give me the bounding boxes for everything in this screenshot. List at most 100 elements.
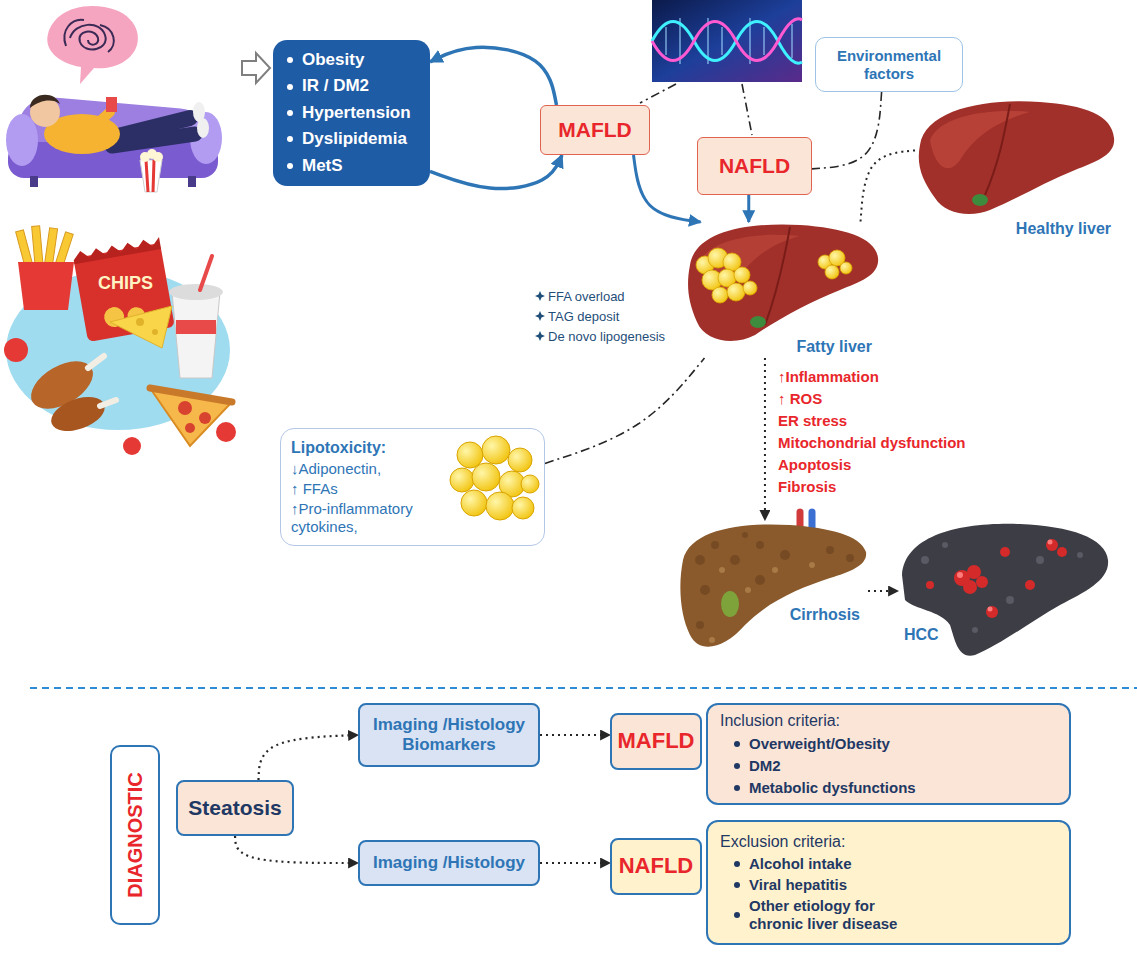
cirrhosis-figure	[709, 637, 715, 643]
hcc-figure	[1025, 580, 1035, 590]
connector	[540, 862, 610, 864]
junk-food-scene	[4, 226, 236, 455]
fat-globules	[482, 436, 510, 464]
connector	[764, 358, 766, 520]
node-text: ↑ FFAs	[291, 480, 338, 498]
hollow-arrow	[242, 53, 270, 83]
bullet-dot	[734, 741, 740, 747]
hcc-figure	[957, 572, 963, 578]
cirrhosis-figure	[755, 575, 765, 585]
node-text: Fatty liver	[796, 337, 872, 356]
node-text: ↑Pro-inflammatory cytokines,	[291, 500, 451, 536]
connector	[634, 155, 701, 222]
hcc-figure	[926, 539, 1067, 618]
text-row: Cirrhosis	[790, 605, 860, 624]
cirrhosis-figure	[721, 591, 739, 617]
node-text: Metabolic dysfunctions	[749, 779, 916, 797]
disease-box: NAFLD	[610, 838, 702, 895]
cirrhosis-figure	[695, 555, 705, 565]
bullet-dot	[734, 763, 740, 769]
hcc-figure	[942, 542, 948, 548]
text-row: MAFLD	[618, 728, 695, 754]
fatty-liver-figure	[825, 265, 839, 279]
hcc-figure	[921, 556, 929, 564]
node-text: Steatosis	[188, 795, 281, 820]
disease-box: MAFLD	[540, 105, 650, 155]
node-text: Healthy liver	[1016, 219, 1111, 238]
junk-food-scene	[199, 412, 211, 424]
text-row: Lipotoxicity:	[291, 438, 386, 457]
pathology-item: ↑Inflammation	[778, 368, 879, 386]
dna-image	[652, 0, 802, 82]
cirrhosis-figure	[846, 554, 854, 562]
text-row: Obesity	[287, 50, 364, 70]
text-row: Alcohol intake	[720, 855, 852, 873]
sparkle-bullet	[535, 311, 545, 321]
section-separator	[30, 688, 1137, 689]
dna-image	[652, 0, 802, 82]
hcc-figure	[957, 540, 1053, 612]
text-row: Inclusion criteria:	[720, 711, 840, 730]
node-text: Cirrhosis	[790, 605, 860, 624]
node-text: Hypertension	[302, 103, 411, 123]
dna-link-line	[640, 84, 676, 103]
junk-food-scene	[47, 390, 110, 437]
bullet-dot	[287, 136, 293, 142]
fatty-liver-figure	[765, 227, 790, 325]
text-row: ↑Pro-inflammatory cytokines,	[291, 500, 451, 536]
sparkle-bullet	[535, 331, 545, 341]
criteria-box: Exclusion criteria:Alcohol intakeViral h…	[706, 820, 1071, 945]
node-text: Viral hepatitis	[749, 876, 847, 894]
junk-food-scene	[200, 256, 212, 290]
connector	[812, 92, 882, 169]
criteria-box: Inclusion criteria:Overweight/ObesityDM2…	[706, 703, 1071, 805]
bullet-dot	[734, 861, 740, 867]
bullet-dot	[734, 785, 740, 791]
hcc-figure	[926, 581, 934, 589]
text-row: Imaging /Histology	[373, 853, 525, 873]
fat-globules	[486, 492, 514, 520]
junk-food-scene	[176, 320, 216, 334]
fatty-liver-figure	[688, 224, 878, 341]
node-text: Obesity	[302, 50, 364, 70]
sparkle-bullet	[535, 291, 545, 301]
fat-globules	[508, 448, 532, 472]
node-text: Imaging /Histology	[373, 853, 525, 873]
couch-scene	[197, 118, 209, 138]
junk-food-scene	[172, 292, 220, 378]
hcc-figure	[986, 606, 998, 618]
section-tag: DIAGNOSTIC	[110, 745, 160, 925]
junk-food-scene	[88, 356, 104, 368]
cirrhosis-figure	[826, 546, 834, 554]
liver-figure: Fatty liver	[685, 222, 880, 358]
junk-food-scene	[18, 262, 74, 310]
fat-globules	[521, 475, 539, 493]
connector	[430, 47, 557, 105]
junk-food-scene	[216, 422, 236, 442]
pathology-item: ER stress	[778, 412, 847, 430]
cirrhosis-figure	[809, 562, 815, 568]
dna-image	[666, 18, 792, 64]
cirrhosis-figure	[680, 512, 866, 647]
text-row: MetS	[287, 156, 343, 176]
finding-box: Steatosis	[176, 780, 293, 836]
node-text: NAFLD	[619, 853, 694, 879]
liver-figure: HCC	[898, 520, 1110, 662]
process-note: TAG deposit	[548, 309, 619, 325]
bullet-dot	[287, 110, 293, 116]
text-row: Hypertension	[287, 103, 411, 123]
sparkle-bullet	[535, 291, 545, 341]
cirrhosis-figure	[756, 541, 764, 549]
process-note: De novo lipogenesis	[548, 329, 665, 345]
risk-factor-box: ObesityIR / DM2HypertensionDyslipidemiaM…	[273, 40, 430, 186]
junk-food-scene	[152, 329, 158, 335]
node-text: Inclusion criteria:	[720, 711, 840, 730]
text-row: MAFLD	[558, 117, 631, 142]
fat-globules	[450, 436, 539, 520]
couch-scene	[140, 160, 162, 192]
fat-globules	[472, 463, 500, 491]
node-text: Overweight/Obesity	[749, 735, 890, 753]
bullet-dot	[734, 882, 740, 888]
